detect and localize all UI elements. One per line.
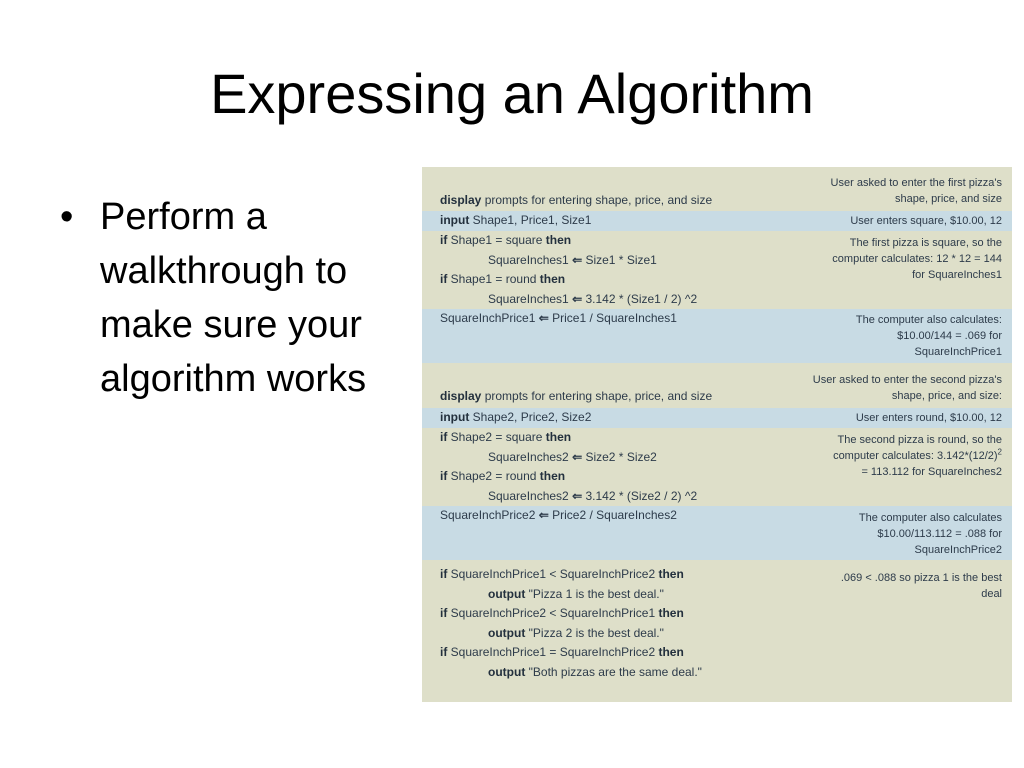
pseudocode-line: output "Pizza 2 is the best deal." [488, 625, 664, 640]
pseudocode-line: if SquareInchPrice2 < SquareInchPrice1 t… [440, 606, 684, 620]
pseudocode-block: if Shape1 = square then SquareInches1 ⇐ … [440, 231, 830, 309]
walkthrough-note: The computer also calculates: $10.00/144… [855, 314, 1002, 358]
walkthrough-row: if SquareInchPrice1 < SquareInchPrice2 t… [422, 565, 1012, 690]
pseudocode-line: SquareInchPrice1 ⇐ Price1 / SquareInches… [440, 311, 677, 325]
pseudocode-line: if Shape2 = square then [440, 430, 572, 444]
pseudocode-line: input Shape1, Price1, Size1 [440, 213, 592, 227]
walkthrough-note: The computer also calculates $10.00/113.… [858, 512, 1002, 556]
pseudocode-line: input Shape2, Price2, Size2 [440, 410, 592, 424]
walkthrough-row: SquareInchPrice1 ⇐ Price1 / SquareInches… [422, 309, 1012, 363]
pseudocode-line: SquareInches1 ⇐ Size1 * Size1 [488, 252, 657, 267]
walkthrough-note: User asked to enter the second pizza's s… [812, 374, 1002, 402]
bullet-item: • Perform a walkthrough to make sure you… [58, 190, 428, 406]
pseudocode-block: if SquareInchPrice1 < SquareInchPrice2 t… [440, 565, 830, 682]
walkthrough-row: SquareInchPrice2 ⇐ Price2 / SquareInches… [422, 506, 1012, 560]
pseudocode-line: output "Both pizzas are the same deal." [488, 664, 702, 679]
pseudocode-line: SquareInches2 ⇐ Size2 * Size2 [488, 449, 657, 464]
algorithm-walkthrough-table: display prompts for entering shape, pric… [422, 167, 1012, 702]
pseudocode-line: output "Pizza 1 is the best deal." [488, 586, 664, 601]
pseudocode-line: if Shape2 = round then [440, 469, 566, 483]
walkthrough-row: input Shape1, Price1, Size1 User enters … [422, 211, 1012, 231]
assign-arrow-icon: ⇐ [572, 488, 583, 503]
pseudocode-line: if SquareInchPrice1 = SquareInchPrice2 t… [440, 645, 684, 659]
walkthrough-note: The second pizza is round, so the comput… [833, 434, 1002, 478]
pseudocode-block: if Shape2 = square then SquareInches2 ⇐ … [440, 428, 830, 506]
walkthrough-note: .069 < .088 so pizza 1 is the best deal [840, 572, 1002, 600]
assign-arrow-icon: ⇐ [572, 449, 583, 464]
assign-arrow-icon: ⇐ [572, 291, 583, 306]
walkthrough-row: display prompts for entering shape, pric… [422, 371, 1012, 409]
walkthrough-row: input Shape2, Price2, Size2 User enters … [422, 408, 1012, 428]
assign-arrow-icon: ⇐ [538, 508, 549, 522]
pseudocode-line: SquareInches1 ⇐ 3.142 * (Size1 / 2) ^2 [488, 291, 698, 306]
bullet-dot-icon: • [60, 196, 74, 238]
pseudocode-line: if SquareInchPrice1 < SquareInchPrice2 t… [440, 567, 684, 581]
bullet-text: Perform a walkthrough to make sure your … [100, 196, 367, 400]
pseudocode-line: display prompts for entering shape, pric… [440, 389, 713, 403]
walkthrough-row: if Shape1 = square then SquareInches1 ⇐ … [422, 231, 1012, 309]
walkthrough-note: User enters square, $10.00, 12 [850, 215, 1002, 227]
walkthrough-note: The first pizza is square, so the comput… [832, 237, 1002, 281]
pseudocode-line: display prompts for entering shape, pric… [440, 193, 713, 207]
pseudocode-line: if Shape1 = square then [440, 233, 572, 247]
slide-title: Expressing an Algorithm [210, 62, 814, 125]
bullet-list: • Perform a walkthrough to make sure you… [58, 190, 428, 406]
walkthrough-row: display prompts for entering shape, pric… [422, 173, 1012, 211]
walkthrough-note: User asked to enter the first pizza's sh… [830, 177, 1002, 205]
walkthrough-row: if Shape2 = square then SquareInches2 ⇐ … [422, 428, 1012, 506]
walkthrough-note: User enters round, $10.00, 12 [855, 412, 1002, 424]
pseudocode-line: SquareInches2 ⇐ 3.142 * (Size2 / 2) ^2 [488, 488, 698, 503]
pseudocode-line: if Shape1 = round then [440, 272, 566, 286]
pseudocode-line: SquareInchPrice2 ⇐ Price2 / SquareInches… [440, 508, 677, 522]
assign-arrow-icon: ⇐ [572, 252, 583, 267]
assign-arrow-icon: ⇐ [538, 311, 549, 325]
